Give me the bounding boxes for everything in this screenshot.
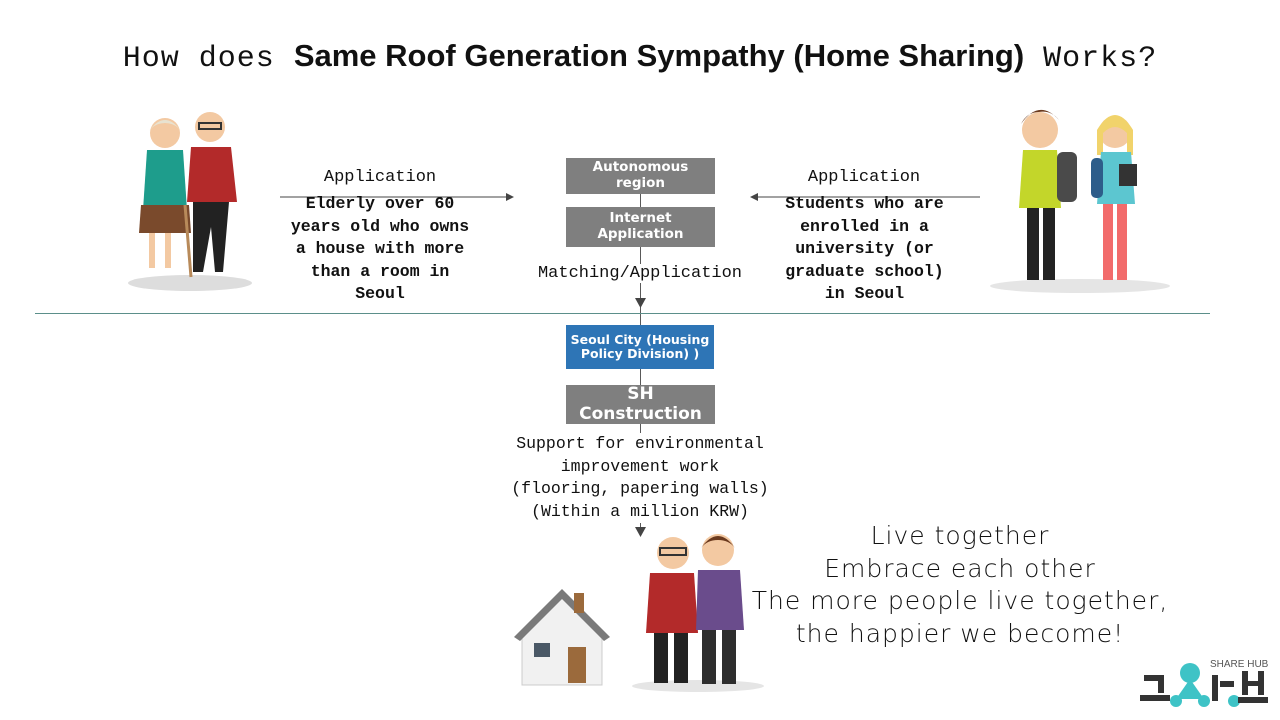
- matching-application-label: Matching/Application: [530, 264, 750, 283]
- share-hub-logo: SHARE HUB: [1140, 655, 1270, 710]
- slogan-line: Embrace each other: [824, 553, 1096, 583]
- elderly-eligibility-text: Elderly over 60 years old who owns a hou…: [290, 194, 470, 303]
- student-eligibility-text: Students who are enrolled in a universit…: [785, 194, 944, 303]
- arrow-down-head: [635, 298, 646, 308]
- right-arrow: [750, 193, 980, 201]
- slide-title: How does Same Roof Generation Sympathy (…: [0, 38, 1280, 76]
- divider-line: [35, 313, 1210, 314]
- house-illustration: [514, 589, 610, 686]
- logo-mark: [1140, 663, 1268, 707]
- left-arrow: [280, 193, 514, 201]
- support-line: improvement work: [560, 455, 720, 478]
- support-line: (flooring, papering walls): [511, 478, 769, 501]
- title-suffix: Works?: [1024, 42, 1158, 76]
- slogan-line: the happier we become!: [795, 618, 1125, 648]
- autonomous-region-box: Autonomous region: [566, 158, 715, 194]
- slogan: Live together Embrace each other The mor…: [740, 520, 1180, 650]
- slogan-line: Live together: [870, 521, 1050, 550]
- elderly-couple-illustration: [128, 112, 252, 291]
- left-application-label: Application: [323, 168, 437, 187]
- right-application-label: Application: [807, 168, 921, 187]
- students-illustration: [990, 109, 1170, 293]
- title-program-name: Same Roof Generation Sympathy (Home Shar…: [293, 38, 1025, 73]
- arrow-down-head: [635, 527, 646, 537]
- internet-application-box: Internet Application: [566, 207, 715, 247]
- title-prefix: How does: [122, 42, 294, 76]
- slogan-line: The more people live together,: [751, 586, 1169, 615]
- support-text: Support for environmental improvement wo…: [500, 433, 780, 523]
- elder-and-student-illustration: [632, 534, 764, 692]
- logo-english-text: SHARE HUB: [1210, 659, 1269, 670]
- support-line: Support for environmental: [516, 433, 764, 456]
- sh-construction-box: SH Construction: [566, 384, 715, 424]
- support-line: (Within a million KRW): [531, 500, 749, 523]
- seoul-city-box: Seoul City (Housing Policy Division) ): [566, 325, 714, 369]
